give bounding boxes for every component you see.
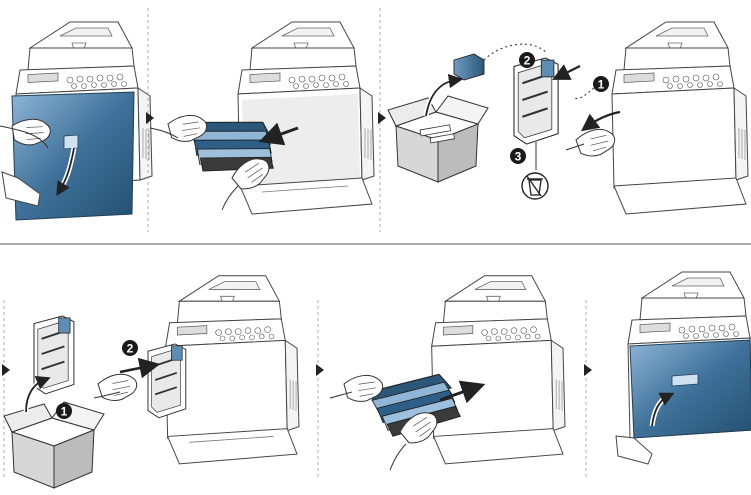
callout-1: 1 [56, 403, 72, 419]
panel-open-front-cover [0, 21, 153, 221]
straight-arrow-icon [439, 380, 486, 404]
panel-insert-waste-container: 2 [93, 275, 300, 465]
arrow-right-marker [146, 112, 154, 124]
arrow-right-marker [2, 364, 10, 376]
panel-pull-out-imaging-unit [237, 21, 375, 215]
svg-text:1: 1 [61, 405, 68, 419]
panel-reinsert-imaging-unit [329, 275, 566, 471]
front-cover [629, 339, 751, 439]
panel-replace-waste-toner-container: 2 1 3 [387, 43, 609, 200]
svg-text:2: 2 [127, 342, 134, 356]
curved-arrow-icon [25, 375, 51, 413]
arrow-right-marker [378, 112, 386, 124]
callout-2: 2 [519, 52, 535, 68]
top-row: 2 1 3 [0, 8, 749, 232]
callout-1: 1 [593, 76, 609, 92]
straight-arrow-icon [119, 357, 161, 379]
recycle-bin-icon [521, 172, 549, 200]
curved-arrow-icon [651, 392, 675, 427]
straight-arrow-icon [258, 122, 299, 146]
waste-toner-container [512, 56, 560, 146]
bottom-row: 1 2 [2, 271, 751, 489]
svg-text:3: 3 [515, 150, 522, 164]
arrow-right-marker [584, 364, 592, 376]
panel-unpack-new-container: 1 [3, 315, 105, 489]
svg-text:1: 1 [598, 78, 605, 92]
panel-close-front-cover [615, 271, 751, 465]
callout-2: 2 [122, 340, 138, 356]
arrow-right-marker [316, 364, 324, 376]
callout-3: 3 [510, 148, 526, 164]
svg-text:2: 2 [524, 54, 531, 68]
curved-arrow-icon [425, 73, 464, 117]
